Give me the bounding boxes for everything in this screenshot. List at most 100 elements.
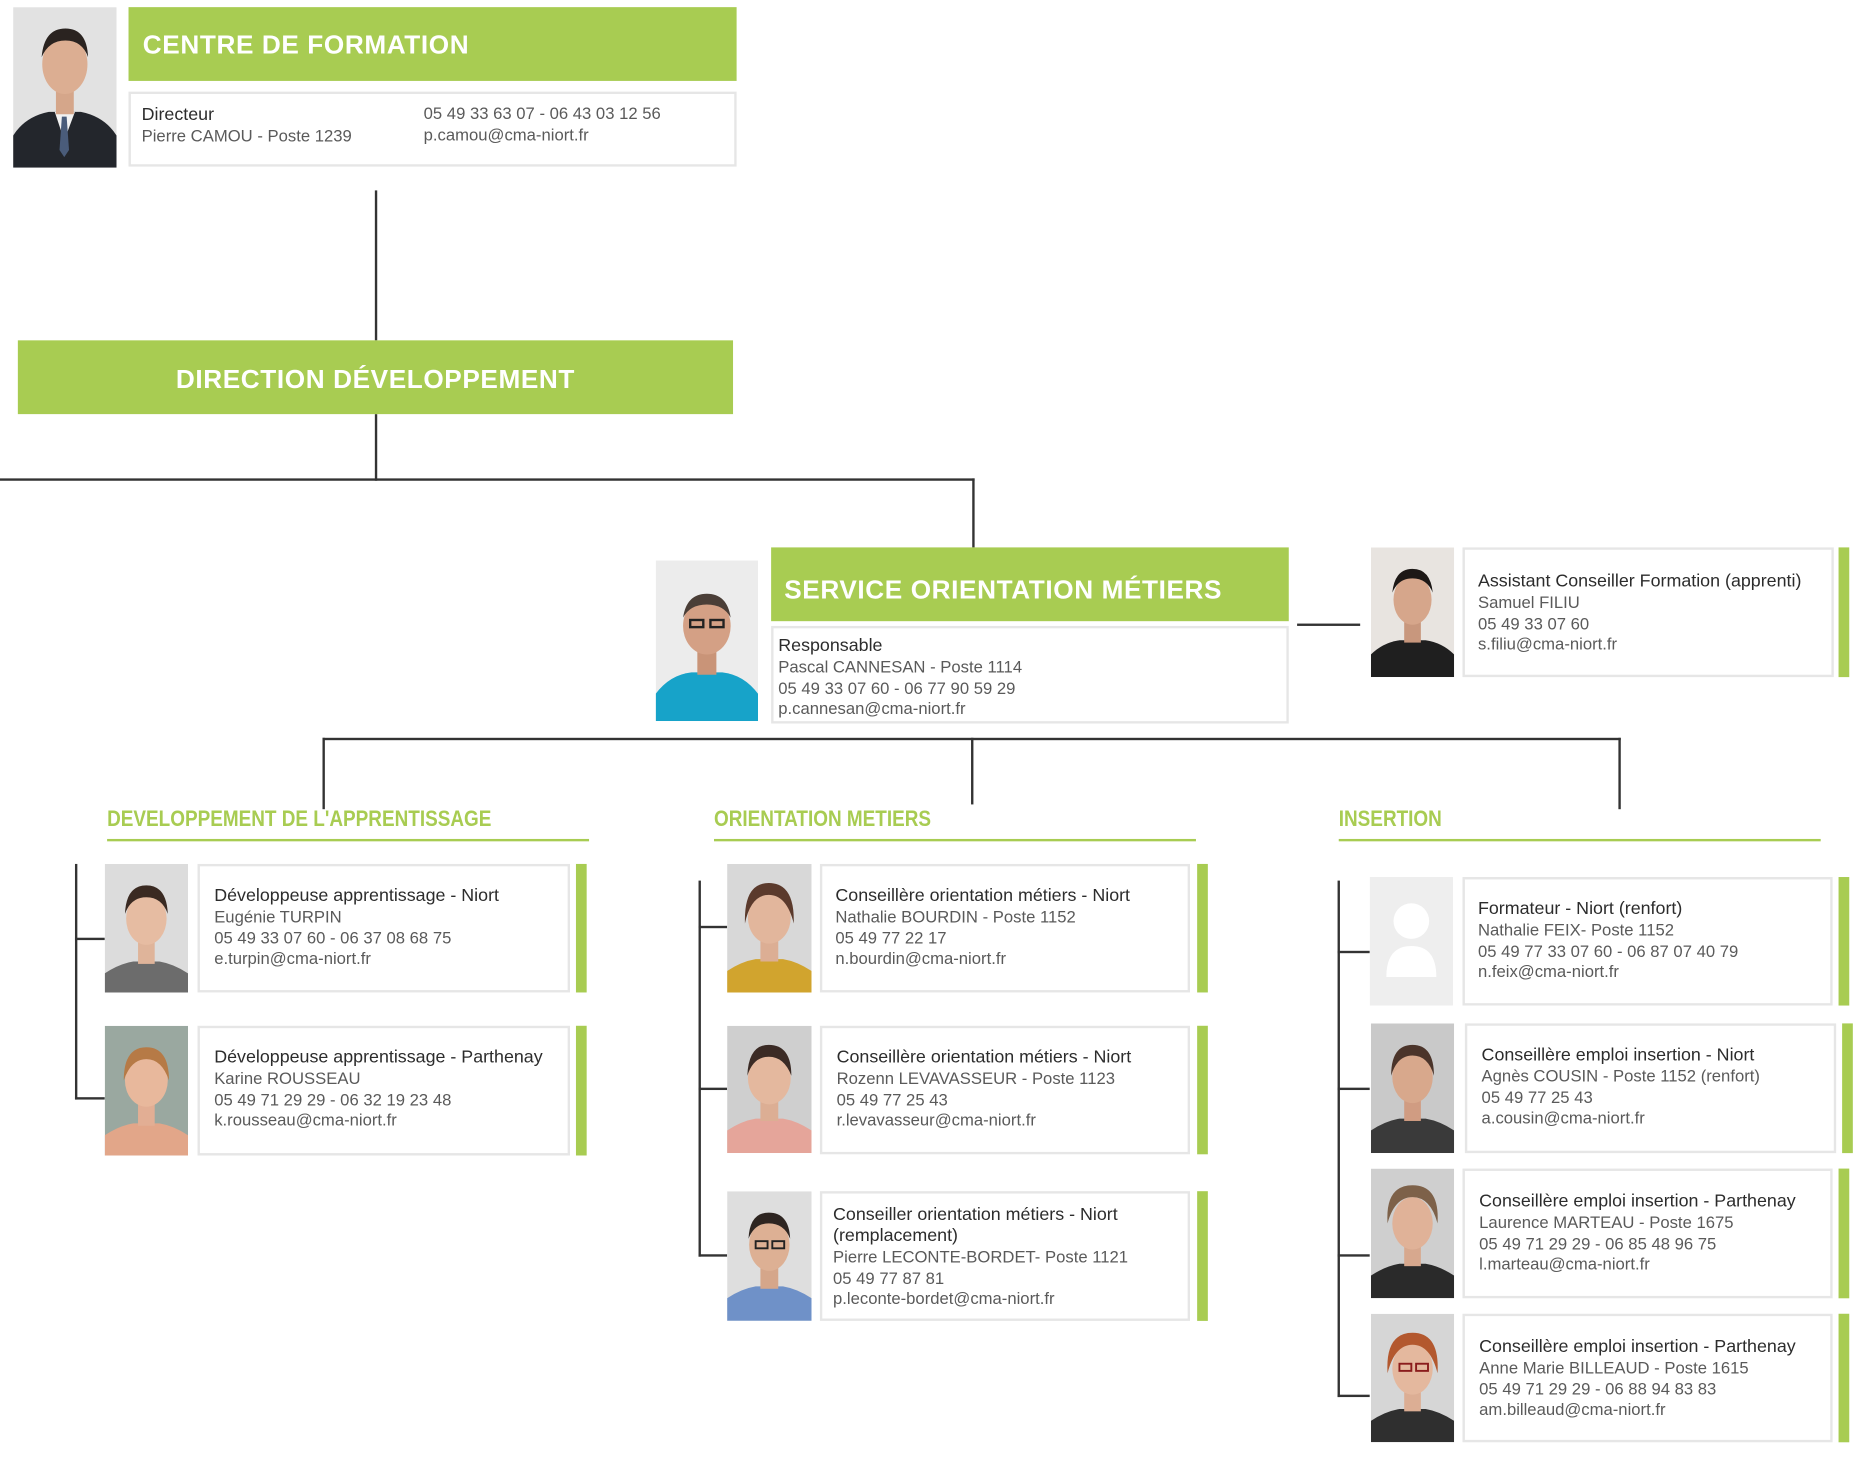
connector-line	[74, 863, 78, 1100]
avatar	[104, 1025, 189, 1156]
avatar	[104, 863, 189, 993]
avatar	[727, 1191, 812, 1321]
section-title-orientation: ORIENTATION METIERS	[714, 805, 932, 831]
email-link[interactable]: n.feix@cma-niort.fr	[1477, 961, 1619, 981]
section-underline	[714, 838, 1196, 842]
email-link[interactable]: e.turpin@cma-niort.fr	[214, 948, 371, 968]
person-name: Agnès COUSIN - Poste 1152 (renfort)	[1481, 1066, 1760, 1086]
phone-number: 05 49 77 33 07 60 - 06 87 07 40 79	[1477, 940, 1739, 960]
email-link[interactable]: n.bourdin@cma-niort.fr	[835, 948, 1007, 968]
avatar	[1370, 1313, 1455, 1443]
phone-number: 05 49 33 07 60 - 06 77 90 59 29	[778, 677, 1016, 697]
connector-line	[322, 737, 325, 810]
email-link[interactable]: p.cannesan@cma-niort.fr	[778, 698, 966, 718]
centre-title: Centre de formation	[142, 29, 470, 60]
email-link[interactable]: l.marteau@cma-niort.fr	[1479, 1254, 1650, 1274]
person-name: Anne Marie BILLEAUD - Poste 1615	[1479, 1357, 1749, 1377]
accent-bar	[1838, 1313, 1850, 1443]
connector-line	[1618, 737, 1621, 810]
assistant-info-box: Assistant Conseiller Formation (apprenti…	[1462, 547, 1834, 678]
accent-bar	[575, 1025, 587, 1156]
connector-line	[1297, 623, 1361, 626]
person-card: Conseillère emploi insertion - Parthenay…	[1462, 1168, 1833, 1299]
avatar	[1370, 1023, 1455, 1154]
connector-line	[1337, 1394, 1370, 1398]
avatar-assistant	[1370, 547, 1455, 678]
role-label: Conseillère emploi insertion - Niort	[1481, 1044, 1755, 1066]
connector-line	[698, 1087, 728, 1091]
connector-line	[74, 937, 105, 941]
email-link[interactable]: am.billeaud@cma-niort.fr	[1479, 1399, 1666, 1419]
person-name: Nathalie BOURDIN - Poste 1152	[835, 906, 1076, 926]
connector-line	[698, 880, 701, 1257]
person-card: Conseillère emploi insertion - Parthenay…	[1462, 1313, 1833, 1443]
avatar-placeholder-icon	[1369, 877, 1453, 1006]
person-name: Laurence MARTEAU - Poste 1675	[1479, 1212, 1734, 1232]
connector-line	[374, 414, 378, 481]
accent-bar	[1842, 1023, 1853, 1154]
email-link[interactable]: p.camou@cma-niort.fr	[423, 124, 589, 144]
person-name: Pierre CAMOU - Poste 1239	[141, 126, 352, 146]
phone-number: 05 49 77 87 81	[833, 1267, 945, 1287]
email-link[interactable]: s.filiu@cma-niort.fr	[1477, 634, 1618, 654]
role-label: Conseillère orientation métiers - Niort	[836, 1047, 1132, 1068]
person-card: Développeuse apprentissage - Parthenay K…	[197, 1025, 571, 1156]
section-underline	[107, 838, 590, 842]
role-label: Conseiller orientation métiers - Niort	[833, 1204, 1118, 1225]
phone-number: 05 49 71 29 29 - 06 88 94 83 83	[1479, 1378, 1717, 1398]
phone-number: 05 49 33 07 60	[1477, 613, 1590, 633]
accent-bar	[1197, 863, 1208, 993]
avatar	[1370, 1168, 1455, 1299]
person-card: Conseiller orientation métiers - Niort (…	[819, 1191, 1190, 1321]
phone-number: 05 49 71 29 29 - 06 85 48 96 75	[1479, 1233, 1717, 1253]
role-label: Conseillère emploi insertion - Parthenay	[1479, 1336, 1796, 1357]
phone-number: 05 49 77 25 43	[836, 1089, 948, 1109]
connector-line	[698, 1254, 728, 1257]
role-label-extra: (remplacement)	[833, 1225, 958, 1246]
person-name: Pierre LECONTE-BORDET- Poste 1121	[833, 1247, 1129, 1267]
role-label: Assistant Conseiller Formation (apprenti…	[1477, 571, 1802, 592]
direction-banner: Direction développement	[17, 340, 734, 415]
accent-bar	[1197, 1191, 1208, 1321]
connector-line	[0, 478, 975, 481]
connector-line	[74, 1097, 105, 1100]
email-link[interactable]: a.cousin@cma-niort.fr	[1481, 1107, 1645, 1127]
connector-line	[1337, 1087, 1370, 1091]
centre-info-box: Directeur Pierre CAMOU - Poste 1239 05 4…	[128, 91, 737, 167]
role-label: Conseillère emploi insertion - Parthenay	[1479, 1191, 1796, 1212]
accent-bar	[575, 863, 587, 993]
avatar-director	[13, 7, 117, 168]
connector-line	[1337, 1254, 1370, 1257]
connector-line	[971, 737, 974, 805]
role-label: Formateur - Niort (renfort)	[1477, 898, 1683, 919]
person-name: Rozenn LEVAVASSEUR - Poste 1123	[836, 1068, 1116, 1088]
role-label: Responsable	[778, 635, 883, 656]
person-card: Développeuse apprentissage - Niort Eugén…	[197, 863, 571, 993]
role-label: Développeuse apprentissage - Niort	[214, 885, 499, 906]
connector-line	[1337, 950, 1370, 954]
person-card: Formateur - Niort (renfort) Nathalie FEI…	[1462, 877, 1833, 1006]
email-link[interactable]: k.rousseau@cma-niort.fr	[214, 1110, 397, 1130]
centre-banner: Centre de formation	[128, 7, 737, 81]
connector-line	[972, 478, 975, 548]
email-link[interactable]: p.leconte-bordet@cma-niort.fr	[833, 1288, 1055, 1308]
avatar	[727, 863, 812, 993]
connector-line	[1337, 880, 1340, 1398]
role-label: Conseillère orientation métiers - Niort	[835, 885, 1131, 906]
accent-bar	[1838, 877, 1850, 1006]
person-card: Conseillère orientation métiers - Niort …	[819, 863, 1190, 993]
section-title-apprentissage: DEVELOPPEMENT DE L'APPRENTISSAGE	[107, 805, 492, 831]
section-title-insertion: INSERTION	[1338, 805, 1442, 831]
connector-line	[698, 925, 728, 929]
service-info-box: Responsable Pascal CANNESAN - Poste 1114…	[771, 625, 1289, 724]
email-link[interactable]: r.levavasseur@cma-niort.fr	[836, 1110, 1036, 1130]
role-label: Développeuse apprentissage - Parthenay	[214, 1047, 543, 1068]
phone-number: 05 49 71 29 29 - 06 32 19 23 48	[214, 1089, 452, 1109]
direction-title: Direction développement	[175, 364, 576, 394]
service-title: Service orientation métiers	[784, 574, 1223, 605]
person-name: Pascal CANNESAN - Poste 1114	[778, 656, 1023, 676]
avatar-responsable	[655, 560, 759, 722]
person-card: Conseillère emploi insertion - Niort Agn…	[1464, 1023, 1837, 1154]
service-banner: Service orientation métiers	[771, 547, 1289, 622]
phone-number: 05 49 33 63 07 - 06 43 03 12 56	[423, 103, 661, 123]
